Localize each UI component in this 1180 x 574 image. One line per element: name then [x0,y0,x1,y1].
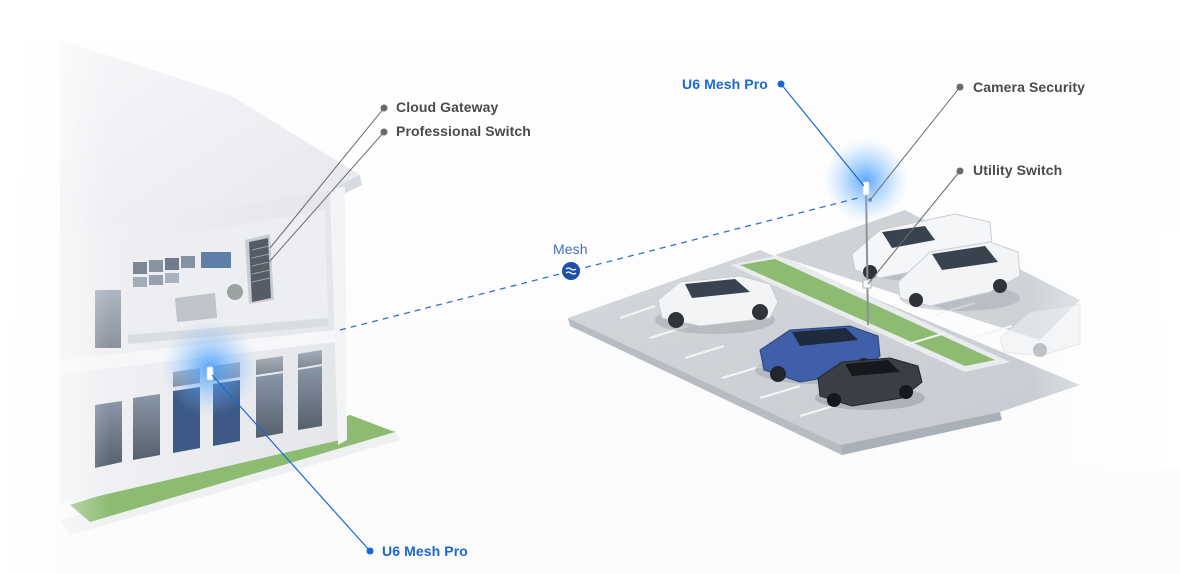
cars [655,213,1081,410]
mesh-label: Mesh [553,241,588,257]
mesh-link-line [339,196,863,331]
car-dark [815,357,925,410]
building [0,0,400,574]
camera-security-label: Camera Security [973,79,1086,95]
professional-switch-label: Professional Switch [396,123,531,139]
car-white-suv-2 [897,241,1021,311]
monitor-wall [133,252,231,287]
cloud-gateway-label: Cloud Gateway [396,99,499,115]
car-faded [999,303,1081,357]
utility-switch-label: Utility Switch [973,162,1063,178]
leader-lines [211,80,964,555]
roof [60,40,360,235]
pole-access-point [862,181,870,196]
utility-switch-box [862,279,872,289]
pole-wifi-glow [824,138,908,222]
u6-mesh-pro-bottom-label: U6 Mesh Pro [382,543,468,559]
wifi-mesh-icon [562,262,580,280]
car-white-suv-1 [655,275,779,334]
network-rack [245,234,274,304]
building-access-point [206,366,214,381]
u6-mesh-pro-top-label: U6 Mesh Pro [682,76,768,92]
